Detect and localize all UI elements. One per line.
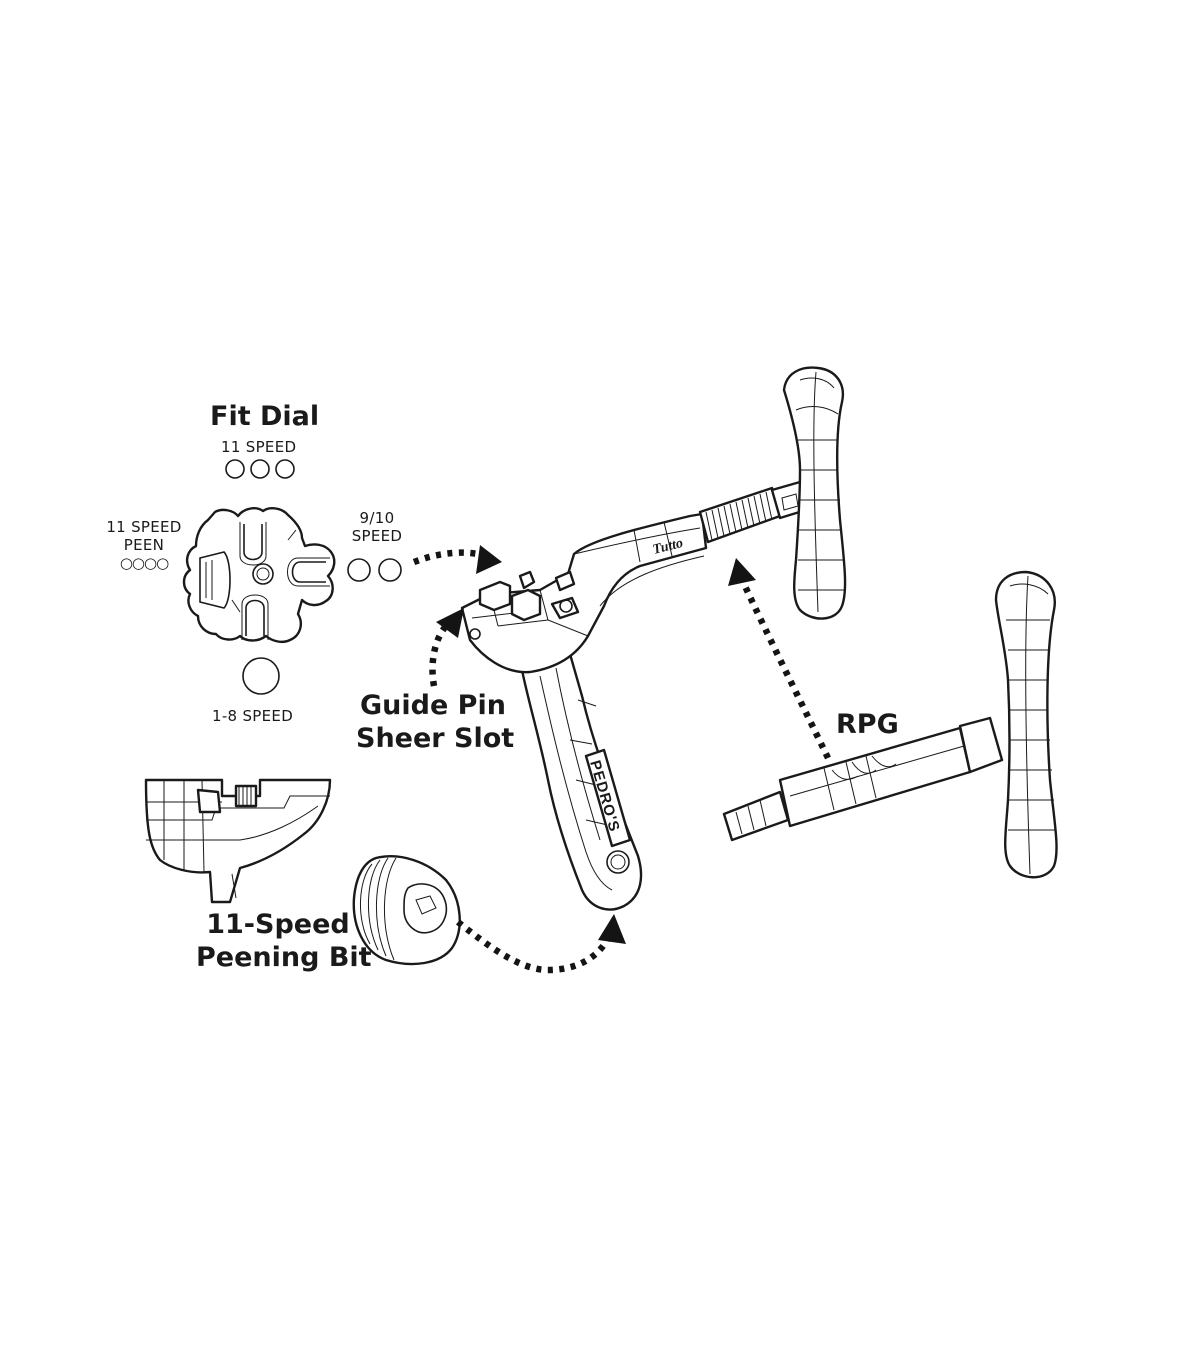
peening-bit-illustration	[352, 855, 461, 966]
guide-pin-line2: Sheer Slot	[356, 723, 515, 754]
arrow-rpg-to-handle	[728, 558, 831, 760]
rpg-title: RPG	[836, 709, 899, 740]
label-11-speed-peen: 11 SPEED PEEN ○○○○	[102, 518, 186, 572]
arrow-fit-dial-to-head	[412, 545, 502, 574]
label-11-speed-peen-line2: PEEN	[123, 536, 165, 554]
tutto-logo: Tutto	[651, 536, 684, 558]
fit-dial-title: Fit Dial	[210, 401, 320, 432]
guide-pin-line1: Guide Pin	[360, 690, 506, 721]
rpg-illustration	[722, 570, 1058, 879]
chain-tool-illustration	[460, 366, 847, 911]
peen-size-circles: ○○○○	[119, 554, 169, 572]
guide-pin-title: Guide Pin Sheer Slot	[356, 689, 514, 755]
arrow-guide-pin-to-slot	[429, 608, 464, 687]
label-1-8-speed: 1-8 SPEED	[212, 707, 294, 725]
label-11-speed: 11 SPEED	[221, 438, 297, 456]
arrow-peening-bit-to-grip	[455, 914, 626, 974]
peening-bit-line1: 11-Speed	[206, 909, 350, 940]
peening-bit-line2: Peening Bit	[196, 942, 372, 973]
peening-bit-title: 11-Speed Peening Bit	[196, 908, 372, 974]
tool-cutaway-illustration	[144, 778, 332, 904]
label-9-10-speed-line2: SPEED	[351, 527, 403, 545]
fit-dial-size-circles	[225, 459, 402, 695]
fit-dial-illustration	[182, 507, 336, 644]
label-9-10-speed-line1: 9/10	[359, 509, 395, 527]
label-9-10-speed: 9/10 SPEED	[346, 509, 408, 545]
label-11-speed-peen-line1: 11 SPEED	[106, 518, 182, 536]
